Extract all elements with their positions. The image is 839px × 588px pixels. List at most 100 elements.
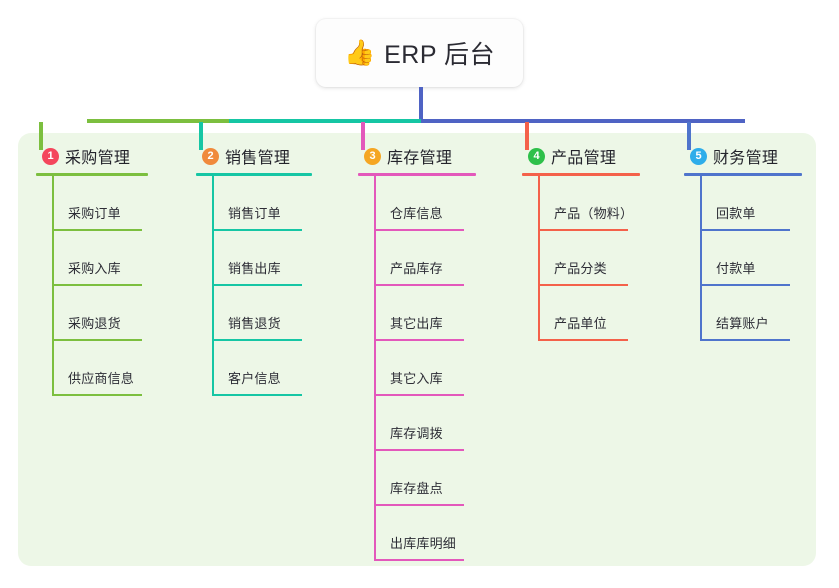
branch-spine-connector	[538, 176, 540, 341]
branch-header-2[interactable]: 2 销售管理	[196, 145, 346, 167]
leaf-node-underline	[540, 339, 628, 341]
leaf-node-label: 产品（物料）	[554, 206, 634, 221]
branch-number-badge-icon: 3	[364, 147, 381, 165]
branch-header-3[interactable]: 3 库存管理	[358, 145, 508, 167]
bus-segment-green	[87, 119, 229, 123]
branch-spine-connector	[212, 176, 214, 396]
leaf-node-label: 客户信息	[228, 371, 281, 386]
branch-column-2: 2 销售管理销售订单销售出库销售退货客户信息	[196, 145, 346, 396]
branch-children-list: 采购订单采购入库采购退货供应商信息	[36, 176, 186, 396]
branch-number-badge-icon: 4	[528, 147, 545, 165]
leaf-node-underline	[54, 284, 142, 286]
root-node-title: ERP 后台	[384, 41, 496, 69]
bus-segment-blue	[421, 119, 745, 123]
branch-spine-connector	[700, 176, 702, 341]
branch-header-1[interactable]: 1 采购管理	[36, 145, 186, 167]
leaf-node-underline	[702, 229, 790, 231]
leaf-node[interactable]: 其它出库	[376, 286, 508, 341]
bus-end-cap-right	[741, 119, 745, 123]
root-node-card[interactable]: 👍 ERP 后台	[316, 19, 523, 87]
branch-column-1: 1 采购管理采购订单采购入库采购退货供应商信息	[36, 145, 186, 396]
leaf-node[interactable]: 仓库信息	[376, 176, 508, 231]
branch-title: 财务管理	[713, 150, 779, 167]
leaf-node[interactable]: 采购订单	[54, 176, 186, 231]
leaf-node[interactable]: 库存调拨	[376, 396, 508, 451]
branch-number-badge-icon: 1	[42, 147, 59, 165]
root-connector-stem	[419, 87, 423, 122]
leaf-node[interactable]: 销售出库	[214, 231, 346, 286]
leaf-node[interactable]: 产品单位	[540, 286, 672, 341]
leaf-node-label: 产品单位	[554, 316, 607, 331]
bus-segment-teal	[229, 119, 421, 123]
leaf-node-underline	[376, 449, 464, 451]
branch-title-underline	[522, 173, 640, 176]
leaf-node[interactable]: 客户信息	[214, 341, 346, 396]
leaf-node-underline	[702, 284, 790, 286]
leaf-node[interactable]: 产品库存	[376, 231, 508, 286]
branch-number-badge-icon: 5	[690, 147, 707, 165]
leaf-node-underline	[376, 394, 464, 396]
branch-column-5: 5 财务管理回款单付款单结算账户	[684, 145, 824, 341]
leaf-node[interactable]: 出库库明细	[376, 506, 508, 561]
leaf-node-label: 其它出库	[390, 316, 443, 331]
leaf-node-label: 库存盘点	[390, 481, 443, 496]
leaf-node-underline	[702, 339, 790, 341]
leaf-node-label: 采购入库	[68, 261, 121, 276]
leaf-node-label: 销售退货	[228, 316, 281, 331]
branch-title-underline	[684, 173, 802, 176]
leaf-node-label: 付款单	[716, 261, 756, 276]
leaf-node-underline	[214, 284, 302, 286]
branch-drop-connector-3	[361, 122, 365, 150]
branch-title: 采购管理	[65, 150, 131, 167]
leaf-node-label: 库存调拨	[390, 426, 443, 441]
leaf-node-underline	[214, 229, 302, 231]
leaf-node[interactable]: 付款单	[702, 231, 824, 286]
leaf-node-underline	[54, 229, 142, 231]
leaf-node-underline	[54, 394, 142, 396]
branch-children-list: 仓库信息产品库存其它出库其它入库库存调拨库存盘点出库库明细	[358, 176, 508, 561]
leaf-node-underline	[376, 504, 464, 506]
branch-title-underline	[36, 173, 148, 176]
leaf-node-label: 产品分类	[554, 261, 607, 276]
branch-title: 库存管理	[387, 150, 453, 167]
leaf-node-underline	[376, 559, 464, 561]
leaf-node[interactable]: 回款单	[702, 176, 824, 231]
branch-number-badge-icon: 2	[202, 147, 219, 165]
branch-drop-connector-2	[199, 122, 203, 150]
leaf-node[interactable]: 库存盘点	[376, 451, 508, 506]
leaf-node-label: 采购退货	[68, 316, 121, 331]
branch-drop-connector-4	[525, 122, 529, 150]
leaf-node-label: 仓库信息	[390, 206, 443, 221]
leaf-node[interactable]: 销售订单	[214, 176, 346, 231]
leaf-node-underline	[376, 339, 464, 341]
leaf-node-underline	[540, 229, 628, 231]
leaf-node[interactable]: 产品（物料）	[540, 176, 672, 231]
leaf-node[interactable]: 其它入库	[376, 341, 508, 396]
leaf-node[interactable]: 结算账户	[702, 286, 824, 341]
leaf-node-label: 其它入库	[390, 371, 443, 386]
leaf-node-label: 出库库明细	[390, 536, 457, 551]
leaf-node-label: 供应商信息	[68, 371, 135, 386]
leaf-node[interactable]: 销售退货	[214, 286, 346, 341]
leaf-node[interactable]: 采购退货	[54, 286, 186, 341]
leaf-node[interactable]: 采购入库	[54, 231, 186, 286]
leaf-node-underline	[540, 284, 628, 286]
branch-header-5[interactable]: 5 财务管理	[684, 145, 824, 167]
leaf-node-underline	[376, 229, 464, 231]
branch-title: 销售管理	[225, 150, 291, 167]
branch-drop-connector-5	[687, 122, 691, 150]
leaf-node[interactable]: 供应商信息	[54, 341, 186, 396]
leaf-node-underline	[376, 284, 464, 286]
leaf-node-label: 结算账户	[716, 316, 769, 331]
leaf-node-label: 回款单	[716, 206, 756, 221]
branch-spine-connector	[374, 176, 376, 561]
branch-children-list: 回款单付款单结算账户	[684, 176, 824, 341]
leaf-node-label: 销售出库	[228, 261, 281, 276]
branch-drop-connector-1	[39, 122, 43, 150]
branches-background-panel	[18, 133, 816, 566]
leaf-node[interactable]: 产品分类	[540, 231, 672, 286]
leaf-node-label: 采购订单	[68, 206, 121, 221]
